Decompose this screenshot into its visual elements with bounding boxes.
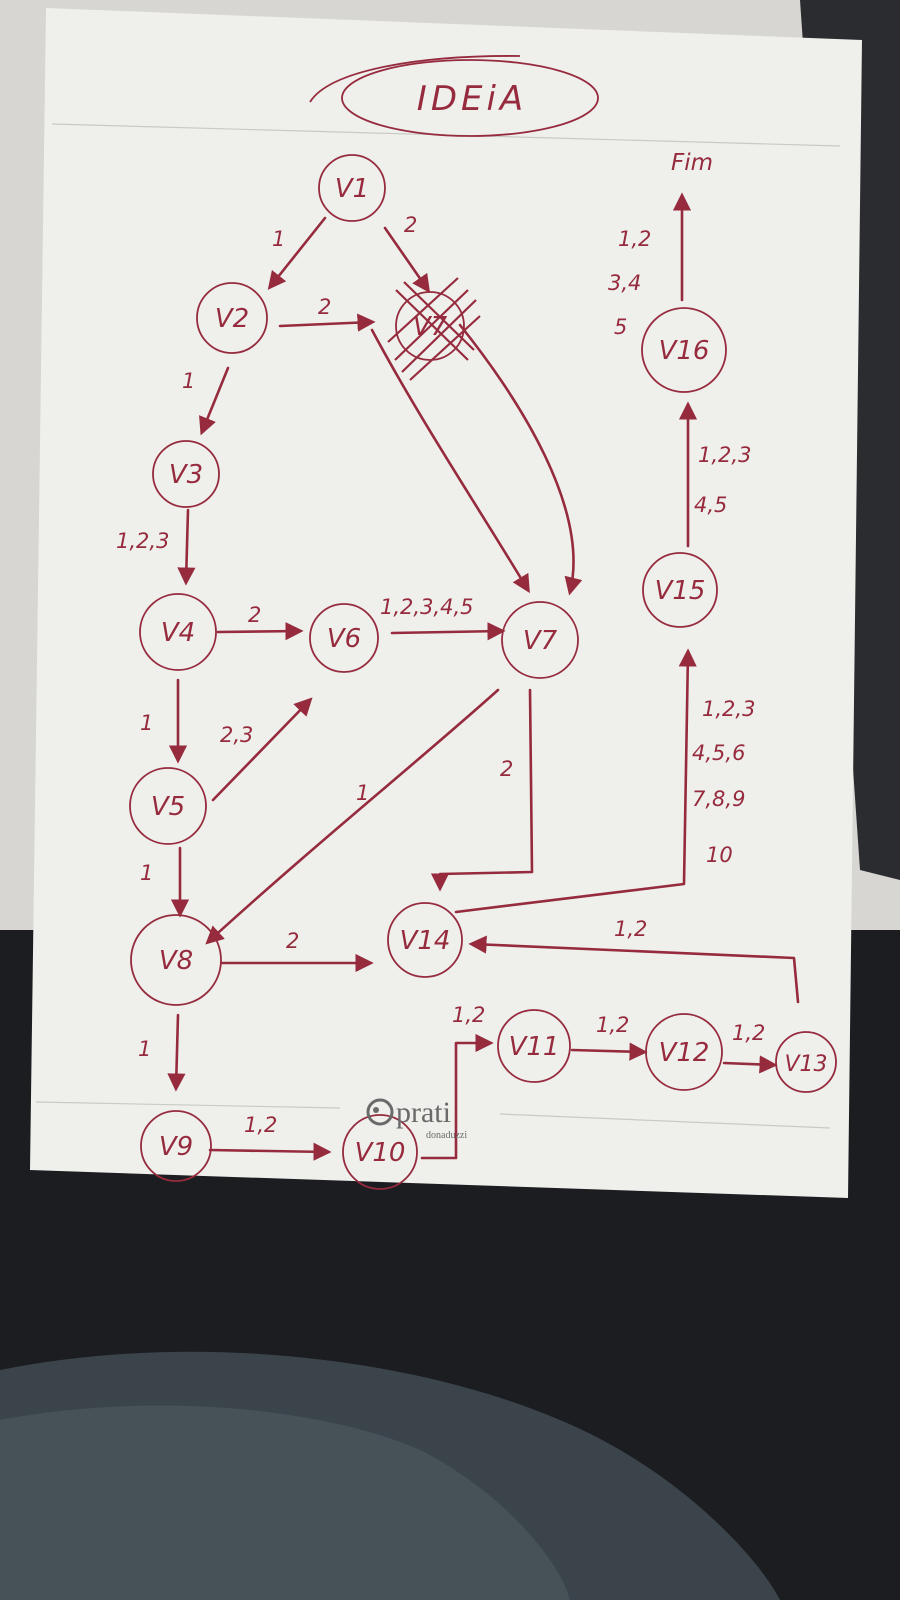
brand-mark-dot-icon	[373, 1107, 379, 1113]
node-v15-label: V15	[655, 576, 706, 606]
edge-v1-v7crossed	[383, 226, 431, 293]
label-v9-v10: 1,2	[244, 1113, 277, 1137]
node-v4: V4	[139, 593, 217, 671]
node-v8: V8	[130, 914, 222, 1006]
edge-v14-v15	[454, 648, 697, 914]
node-v16: V16	[641, 307, 727, 393]
edge-labels: 1 2 2 1 1,2,3 2 1 2,3 1,2,3,4,5 1 2 1 2 …	[116, 213, 765, 1137]
diagram-title: IDEiA	[417, 79, 527, 119]
title-ellipse-stroke	[309, 55, 521, 103]
label-v6-v7: 1,2,3,4,5	[380, 595, 474, 619]
node-v9: V9	[140, 1110, 212, 1182]
label-v10-v11: 1,2	[452, 1003, 485, 1027]
label-v14-v15-line4: 10	[706, 843, 733, 867]
label-v14-v15-line2: 4,5,6	[692, 741, 745, 765]
brand-mark-icon	[366, 1098, 394, 1126]
node-v2-label: V2	[215, 304, 249, 334]
node-v11: V11	[497, 1009, 571, 1083]
edge-v11-v12	[570, 1042, 648, 1061]
scribble-cross-out	[387, 277, 481, 381]
edge-v5-v6	[211, 697, 313, 802]
label-v8-v9: 1	[138, 1037, 151, 1061]
node-v1: V1	[318, 154, 386, 222]
node-v13-label: V13	[784, 1052, 827, 1077]
node-v10: V10	[342, 1114, 418, 1190]
label-v16-fim-line1: 1,2	[618, 227, 651, 251]
edge-v7-v14	[430, 688, 534, 892]
brand-name: prati	[396, 1096, 451, 1129]
node-v11-label: V11	[509, 1032, 560, 1062]
node-v16-label: V16	[659, 336, 710, 366]
footer-rule-right	[499, 1113, 831, 1129]
node-v6: V6	[309, 603, 379, 673]
edge-v8-v9	[167, 1013, 186, 1092]
label-v16-fim-line2: 3,4	[608, 271, 641, 295]
label-v7-v8: 1	[356, 781, 369, 805]
label-v7-v14: 2	[500, 757, 513, 781]
node-v5: V5	[129, 767, 207, 845]
edge-v10-v11	[420, 1033, 494, 1160]
node-v2: V2	[196, 282, 268, 354]
edge-v7crossed-v7	[458, 323, 583, 596]
node-v8-label: V8	[159, 946, 193, 976]
edge-v1-v2	[267, 216, 327, 290]
label-v11-v12: 1,2	[596, 1013, 629, 1037]
node-v9-label: V9	[159, 1132, 193, 1162]
edge-v3-v4	[177, 508, 196, 586]
node-v6-label: V6	[327, 624, 361, 654]
label-v15-v16-line1: 1,2,3	[698, 443, 751, 467]
node-v7-crossed: V7	[387, 277, 481, 381]
node-v12-label: V12	[659, 1038, 710, 1068]
label-v5-v6: 2,3	[220, 723, 253, 747]
label-v2-v7: 2	[318, 295, 331, 319]
label-v1-v7: 2	[404, 213, 417, 237]
node-v5-label: V5	[151, 792, 185, 822]
edge-v12-v13	[722, 1055, 778, 1074]
node-v3: V3	[152, 440, 220, 508]
node-v14-label: V14	[400, 926, 451, 956]
node-v10-label: V10	[355, 1138, 406, 1168]
label-v1-v2: 1	[272, 227, 285, 251]
label-v16-fim-line3: 5	[614, 315, 627, 339]
node-v4-label: V4	[161, 618, 195, 648]
node-v7: V7	[501, 601, 579, 679]
label-v15-v16-line2: 4,5	[694, 493, 727, 517]
edge-v2-v7	[370, 328, 530, 594]
node-v3-label: V3	[169, 460, 203, 490]
label-v4-v6: 2	[248, 603, 261, 627]
edge-v2-v7crossed	[278, 313, 376, 332]
paper-sheet	[30, 8, 862, 1198]
edge-v4-v6	[216, 622, 304, 641]
node-v7-label: V7	[523, 626, 558, 656]
label-v14-v15-line3: 7,8,9	[692, 787, 745, 811]
cloth-highlight	[0, 1405, 570, 1600]
label-v5-v8: 1	[140, 861, 153, 885]
label-v12-v13: 1,2	[732, 1021, 765, 1045]
edge-v9-v10	[208, 1142, 332, 1161]
label-v2-v3: 1	[182, 369, 195, 393]
node-v14: V14	[387, 902, 463, 978]
brand-sub: donaduzzi	[426, 1130, 467, 1141]
label-v14-v15-line1: 1,2,3	[702, 697, 755, 721]
title-ellipse	[341, 59, 599, 137]
edge-v6-v7	[390, 622, 506, 641]
label-v4-v5: 1	[140, 711, 153, 735]
label-v13-v14: 1,2	[614, 917, 647, 941]
edge-v7-v8	[205, 688, 500, 945]
edge-v2-v3	[199, 366, 230, 436]
nodes: V1 V2 V7 V3 V4 V6 V7 V5	[129, 154, 837, 1190]
end-label: Fim	[671, 150, 713, 176]
label-v8-v14: 2	[286, 929, 299, 953]
node-v1-label: V1	[335, 174, 369, 204]
node-v12: V12	[645, 1013, 723, 1091]
node-v15: V15	[642, 552, 718, 628]
title-group: IDEiA	[309, 55, 599, 137]
brand-logo: prati donaduzzi	[366, 1096, 467, 1141]
label-v3-v4: 1,2,3	[116, 529, 169, 553]
edges	[167, 192, 800, 1161]
node-v13: V13	[775, 1031, 837, 1093]
edge-v13-v14	[468, 935, 800, 1004]
footer-rule-left	[35, 1101, 341, 1109]
